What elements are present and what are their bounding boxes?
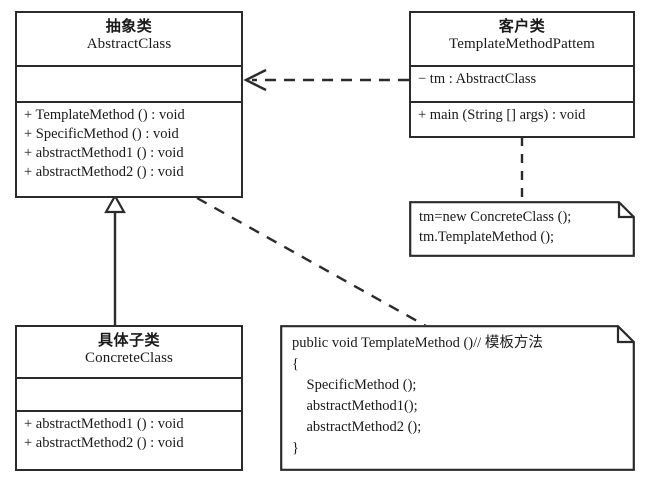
operation-item: + abstractMethod1 () : void (24, 145, 184, 162)
note-code-line: abstractMethod2 (); (292, 419, 422, 436)
note-code-line: abstractMethod1(); (292, 398, 418, 415)
class-name-en-client-class: TemplateMethodPattem (449, 35, 595, 52)
note-line: tm=new ConcreteClass (); (419, 209, 572, 225)
note-shape-with-folded-corner (280, 325, 635, 471)
class-box-client-class[interactable]: 客户类 TemplateMethodPattem − tm : Abstract… (409, 11, 635, 138)
operation-item: + abstractMethod1 () : void (24, 416, 184, 432)
note-box-code-note[interactable]: public void TemplateMethod ()// 模板方法 { S… (280, 325, 635, 471)
edge-generalization-concrete-to-abstract (104, 193, 126, 326)
class-operations-compartment-abstract-class: + TemplateMethod () : void + SpecificMet… (17, 103, 241, 185)
note-body-client-note: tm=new ConcreteClass (); tm.TemplateMeth… (409, 201, 635, 251)
class-name-compartment-abstract-class: 抽象类 AbstractClass (17, 13, 241, 67)
class-name-en-abstract-class: AbstractClass (86, 35, 172, 52)
attribute-item: − tm : AbstractClass (418, 71, 537, 87)
note-box-client-note[interactable]: tm=new ConcreteClass (); tm.TemplateMeth… (409, 201, 635, 257)
class-attributes-compartment-concrete-class (17, 379, 241, 412)
folded-corner-icon (617, 202, 634, 219)
hollow-triangle-arrowhead-icon (104, 193, 126, 214)
class-box-abstract-class[interactable]: 抽象类 AbstractClass + TemplateMethod () : … (15, 11, 243, 198)
operation-item: + TemplateMethod () : void (24, 107, 185, 123)
class-name-cn-concrete-class: 具体子类 (97, 331, 160, 349)
class-name-cn-abstract-class: 抽象类 (105, 17, 153, 35)
class-name-compartment-concrete-class: 具体子类 ConcreteClass (17, 327, 241, 379)
note-code-line: } (292, 440, 299, 457)
note-code-line: SpecificMethod (); (292, 377, 417, 394)
note-signature-line: public void TemplateMethod ()// 模板方法 (292, 333, 625, 354)
operation-item: + abstractMethod2 () : void (24, 435, 184, 452)
operation-item: + main (String [] args) : void (418, 107, 586, 123)
class-operations-compartment-client-class: + main (String [] args) : void (411, 103, 633, 127)
class-box-concrete-class[interactable]: 具体子类 ConcreteClass + abstractMethod1 () … (15, 325, 243, 471)
class-attributes-compartment-client-class: − tm : AbstractClass (411, 67, 633, 103)
note-signature-comment: 模板方法 (484, 335, 543, 351)
note-shape-with-folded-corner (409, 201, 635, 257)
open-arrowhead-icon (243, 68, 267, 92)
class-name-en-concrete-class: ConcreteClass (85, 349, 173, 366)
note-line: tm.TemplateMethod (); (419, 229, 555, 245)
class-name-compartment-client-class: 客户类 TemplateMethodPattem (411, 13, 633, 67)
class-operations-compartment-concrete-class: + abstractMethod1 () : void + abstractMe… (17, 412, 241, 455)
note-signature-code: public void TemplateMethod ()// (292, 335, 485, 351)
note-body-code-note: public void TemplateMethod ()// 模板方法 { S… (280, 325, 635, 463)
folded-corner-icon (616, 326, 634, 344)
operation-item: + SpecificMethod () : void (24, 126, 179, 143)
operation-item: + abstractMethod2 () : void (24, 164, 184, 181)
class-attributes-compartment-abstract-class (17, 67, 241, 103)
edge-anchor-abstract-to-code-note (196, 196, 427, 328)
note-code-line: { (292, 356, 299, 373)
edge-dependency-client-to-abstract (243, 68, 409, 92)
class-name-cn-client-class: 客户类 (498, 17, 546, 35)
